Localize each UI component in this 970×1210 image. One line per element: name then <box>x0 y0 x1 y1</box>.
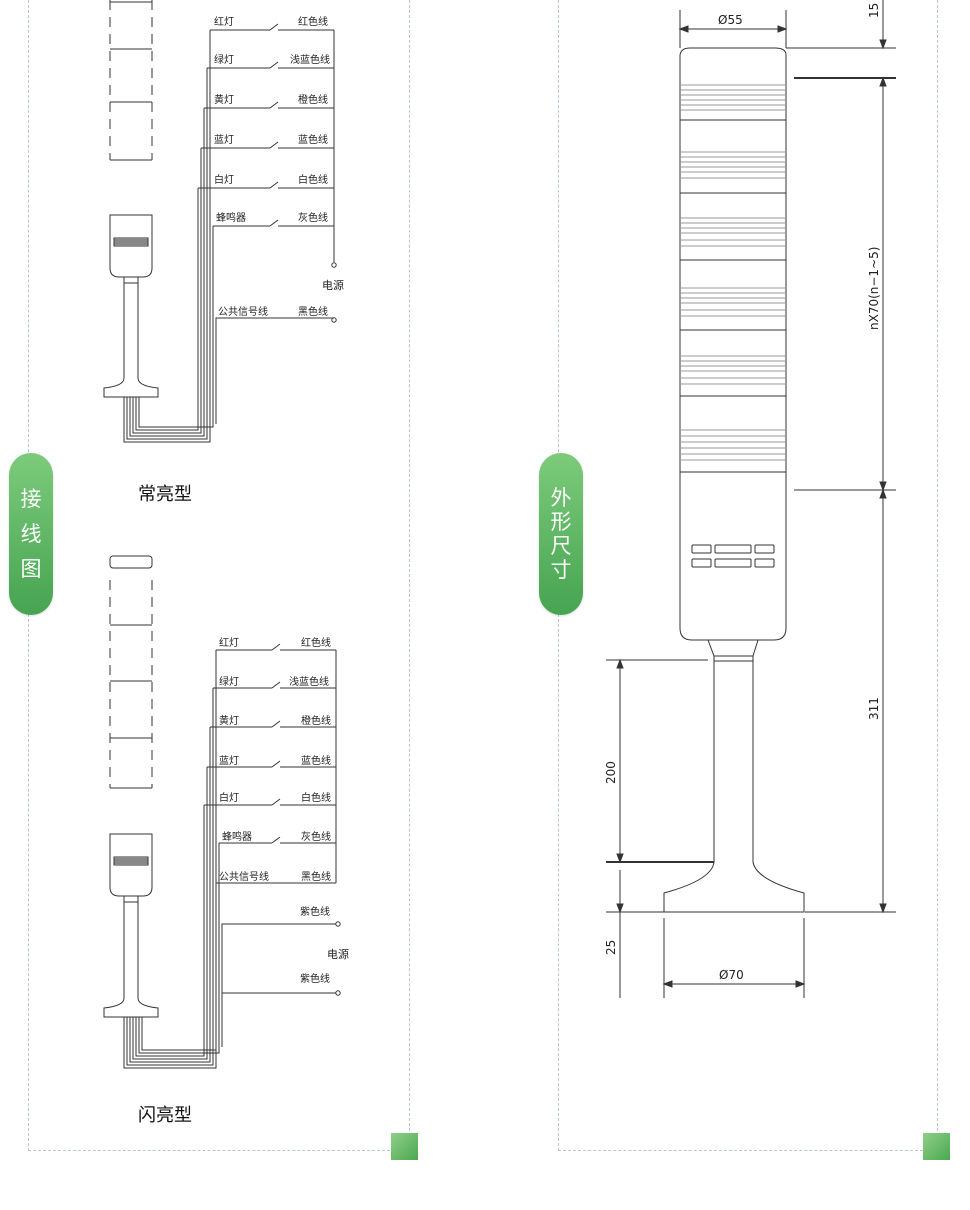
flash-lamp-label: 蜂鸣器 <box>222 830 252 843</box>
flash-wire-label: 红色线 <box>301 636 331 649</box>
flash-wire-label: 蓝色线 <box>301 754 331 767</box>
wiring-title-char: 接 <box>20 486 42 511</box>
steady-wire-label: 白色线 <box>298 173 328 186</box>
flash-lamp-label: 红灯 <box>219 636 239 649</box>
steady-wire-label: 红色线 <box>298 15 328 28</box>
flash-wire-label: 黑色线 <box>301 870 331 883</box>
steady-circuit <box>198 23 337 323</box>
flash-wire-label: 白色线 <box>301 791 331 804</box>
flash-power-wire-label: 紫色线 <box>300 972 330 985</box>
steady-lamp-label: 红灯 <box>214 15 234 28</box>
dimensions-section-label: 外 形 尺 寸 <box>539 453 583 615</box>
flash-wire-label: 灰色线 <box>301 830 331 843</box>
steady-power-label: 电源 <box>322 278 344 292</box>
steady-lamp-label: 白灯 <box>214 173 234 186</box>
flash-lamp-label: 黄灯 <box>219 714 239 727</box>
base-diameter-label: Ø70 <box>719 968 744 982</box>
module-height-label: nX70(n−1~5) <box>867 247 881 330</box>
dimensions-title-char: 寸 <box>550 558 572 582</box>
wiring-title-char: 图 <box>20 556 42 581</box>
body-height-label: 311 <box>867 697 881 720</box>
steady-lamp-label: 蓝灯 <box>214 134 234 146</box>
corner-marker-left <box>391 1133 418 1160</box>
steady-lamp-label: 绿灯 <box>214 53 234 66</box>
steady-wire-label: 浅蓝色线 <box>290 53 330 66</box>
flash-lamp-label: 公共信号线 <box>219 870 269 883</box>
flash-lamp-label: 绿灯 <box>219 675 239 688</box>
dimensions-title-char: 形 <box>550 510 572 534</box>
flash-wire-label: 浅蓝色线 <box>289 675 329 688</box>
flash-lamp-label: 白灯 <box>219 791 239 804</box>
steady-lamp-label: 黄灯 <box>214 93 234 106</box>
wiring-section-label: 接 线 图 <box>9 453 53 615</box>
top-diameter-label: Ø55 <box>718 13 743 27</box>
flash-power-wire-label: 紫色线 <box>300 905 330 918</box>
steady-tower-illustration <box>103 0 334 443</box>
dimension-tower-outline <box>663 47 805 913</box>
steady-common-wire-label: 黑色线 <box>298 305 328 318</box>
base-height-label: 25 <box>604 940 618 955</box>
flash-wire-label: 橙色线 <box>301 714 331 727</box>
flash-tower-illustration <box>103 555 336 1069</box>
pole-height-label: 200 <box>604 761 618 784</box>
steady-wire-label: 橙色线 <box>298 93 328 106</box>
flash-lamp-label: 蓝灯 <box>219 755 239 767</box>
top-offset-label: 15 <box>867 3 881 18</box>
wiring-title-char: 线 <box>20 521 42 546</box>
steady-wire-label: 灰色线 <box>298 211 328 224</box>
dimension-lines <box>606 0 896 998</box>
steady-wire-label: 蓝色线 <box>298 133 328 146</box>
dimensions-title-char: 尺 <box>550 534 572 558</box>
steady-lamp-label: 蜂鸣器 <box>216 211 246 224</box>
flash-power-label: 电源 <box>327 947 349 961</box>
steady-type-caption: 常亮型 <box>138 484 192 505</box>
dimensions-title-char: 外 <box>550 486 572 510</box>
flash-circuit <box>204 643 341 996</box>
corner-marker-right <box>923 1133 950 1160</box>
flash-type-caption: 闪亮型 <box>138 1105 192 1126</box>
steady-common-label: 公共信号线 <box>218 305 268 318</box>
